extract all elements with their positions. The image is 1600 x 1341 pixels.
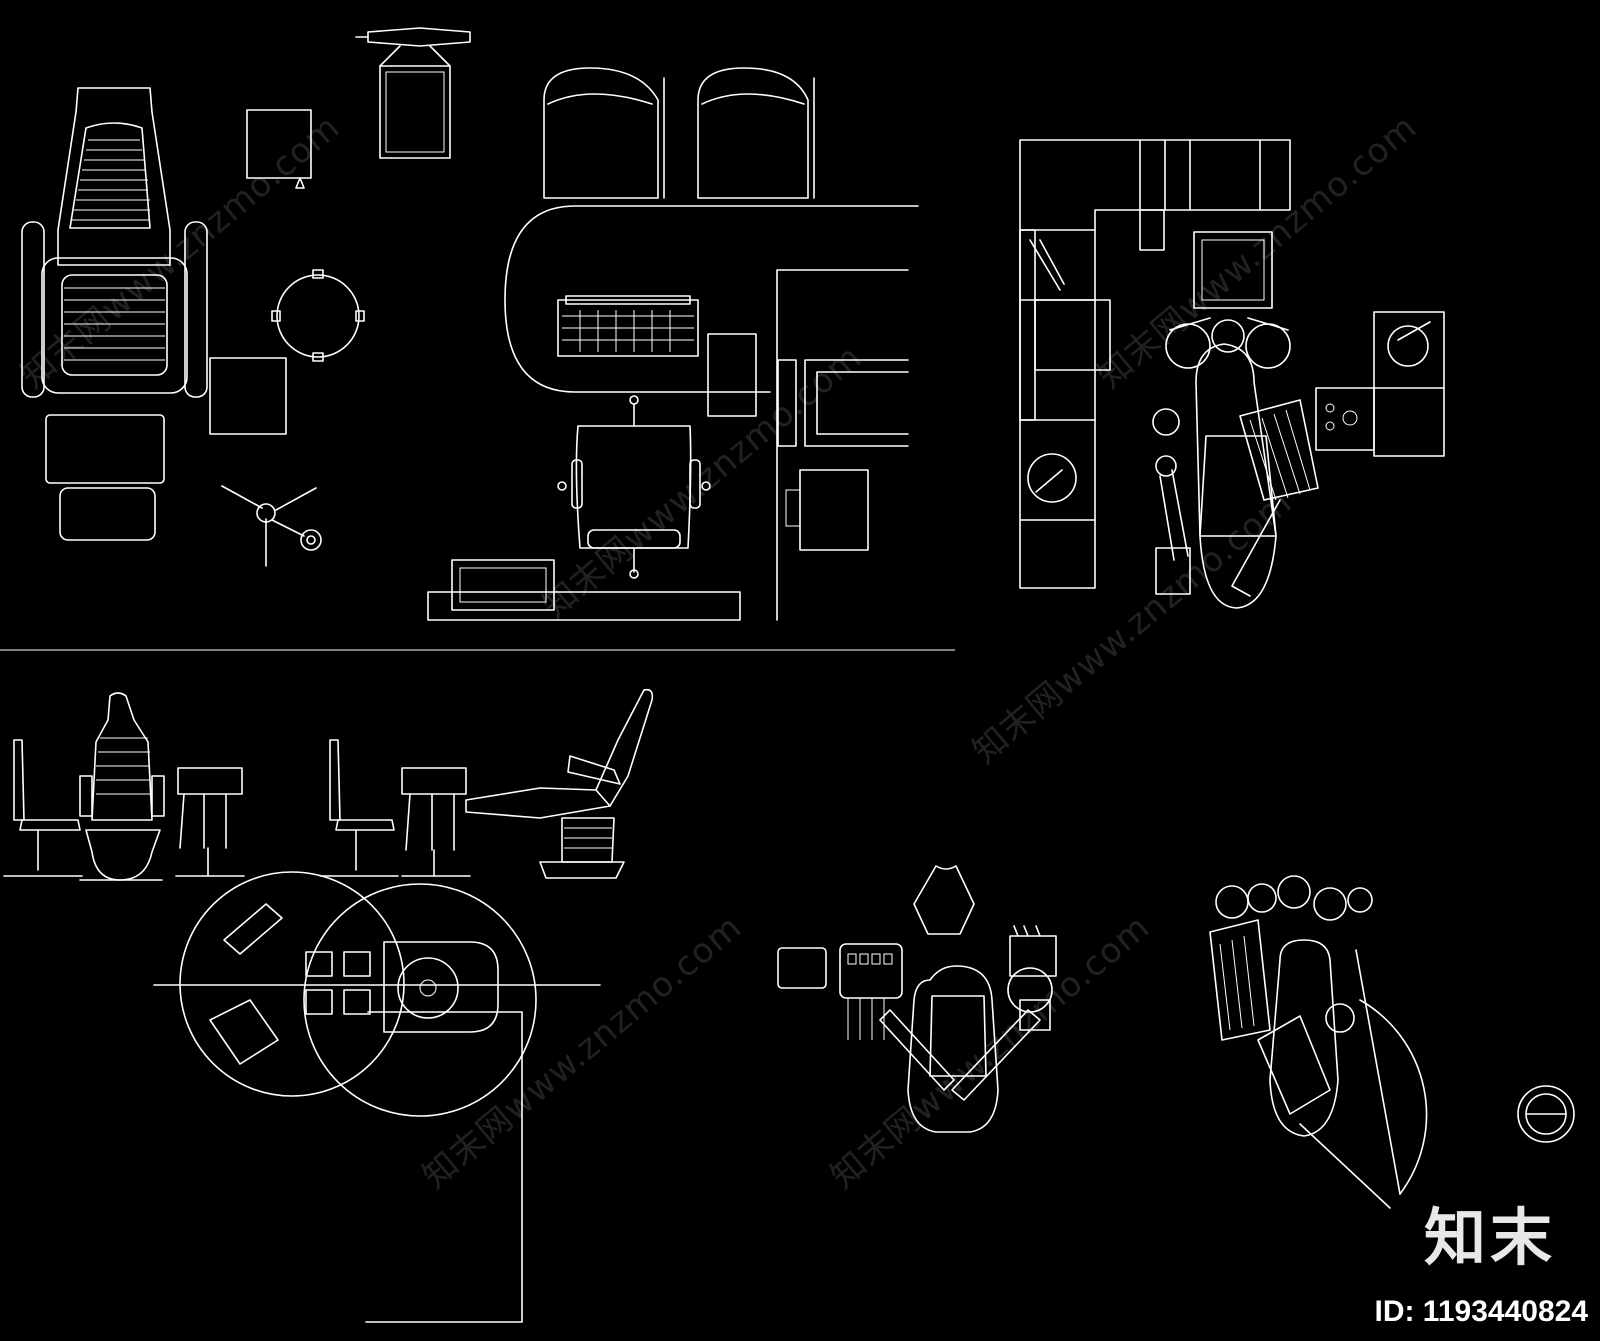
reception-desk: [504, 205, 919, 621]
elevation-right: [319, 688, 654, 879]
elevation-left: [3, 692, 245, 881]
waiting-seats: [543, 67, 815, 199]
operatory-monitor: [1193, 231, 1273, 309]
operatory-cabinetry: [1019, 139, 1291, 589]
side-cabinet: [246, 109, 312, 179]
floor-mat: [427, 559, 741, 621]
overhead-lamp-plan: [355, 27, 471, 159]
side-table: [209, 357, 287, 435]
patient-chair-plan: [21, 87, 208, 541]
brand-logo: 知末: [1423, 1201, 1556, 1274]
tripod-base: [221, 485, 322, 567]
operatory-side-cabinet: [1315, 311, 1445, 457]
dental-unit-plan: [777, 865, 1057, 1133]
cabinet-handle: [295, 177, 305, 189]
operatory-plan-staff: [1209, 875, 1575, 1209]
dental-chair-plan: [1152, 317, 1319, 609]
office-chair-plan: [557, 395, 711, 579]
image-id-label: ID: 1193440824: [1374, 1295, 1588, 1328]
round-stool-plan: [271, 269, 365, 362]
keyboard: [557, 295, 699, 357]
clearance-plan: [153, 871, 601, 1323]
